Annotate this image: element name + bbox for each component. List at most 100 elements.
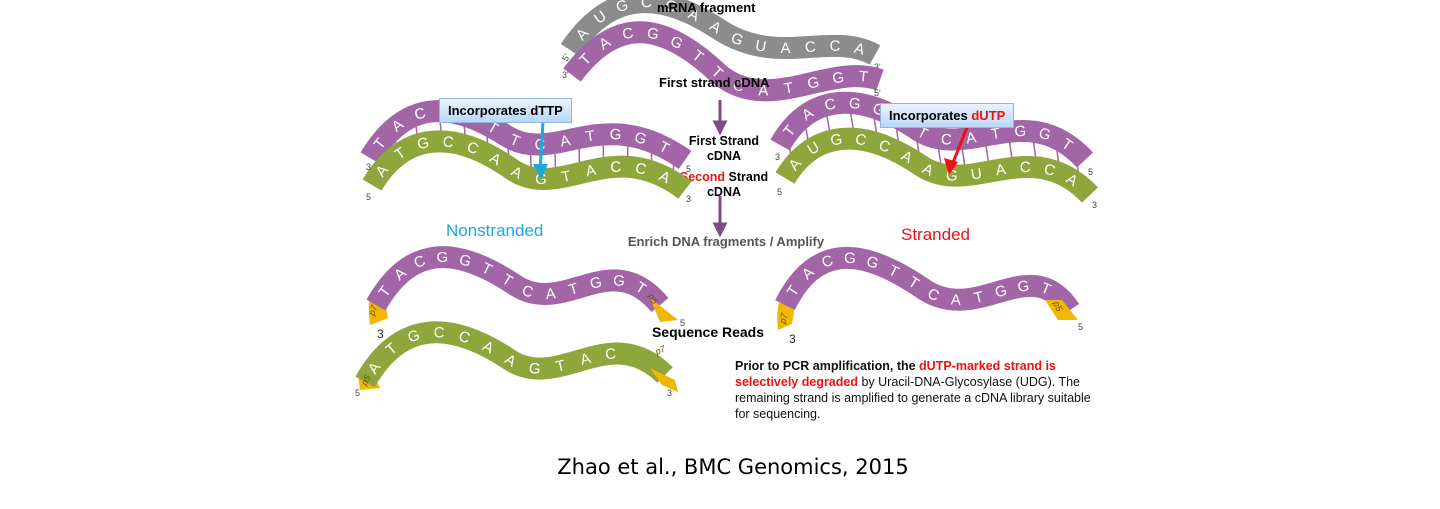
enrich-label: Enrich DNA fragments / Amplify <box>628 234 825 249</box>
callout-dttp: Incorporates dTTP <box>439 98 572 123</box>
base-letter: A <box>758 82 768 99</box>
base-letter: A <box>578 350 592 369</box>
base-letter: C <box>804 39 816 57</box>
base-letter: T <box>560 167 573 186</box>
step2-rest: Strand <box>725 170 768 184</box>
nonstranded-read2-strand <box>355 321 673 388</box>
base-letter: A <box>545 285 557 303</box>
stranded-top-strand <box>770 91 1094 168</box>
step2-line1: Second Strand <box>680 170 768 184</box>
ns-read1-3-end: 3 <box>377 327 384 341</box>
base-letter: C <box>1042 161 1057 180</box>
base-letter: C <box>1020 159 1031 176</box>
base-letter: G <box>806 74 821 93</box>
base-letter: G <box>614 0 630 16</box>
base-letter: C <box>442 133 455 151</box>
base-letter: A <box>994 161 1007 179</box>
first-strand-cdna <box>563 21 884 102</box>
note-part3: by Uracil-DNA-Glycosylase (UDG). The rem… <box>735 375 1091 421</box>
ns-read1-p5-adapter <box>650 298 678 322</box>
base-letter: G <box>848 95 862 113</box>
stranded-read-strand <box>775 247 1080 317</box>
s-top-5-end: 5 <box>1088 167 1093 177</box>
s-top-3-end: 3 <box>775 152 780 162</box>
s-read-p7: p7 <box>777 311 790 325</box>
base-letter: T <box>990 125 1002 143</box>
ns-read1-5-end: 5 <box>680 318 685 328</box>
base-letter: G <box>831 69 845 88</box>
base-letter: G <box>993 282 1009 302</box>
base-letter: T <box>567 280 581 299</box>
base-letter: G <box>645 25 660 44</box>
red-arrow <box>950 124 970 166</box>
red-arrow-head <box>944 158 958 175</box>
first-strand-5-end: 5' <box>874 88 881 98</box>
base-letter: T <box>858 68 869 86</box>
base-letter: G <box>864 253 880 273</box>
ns-read2-5-end: 5 <box>355 388 360 398</box>
s-read-p5-adapter <box>1045 300 1078 320</box>
step1-line2: cDNA <box>707 149 741 163</box>
base-letter: U <box>970 165 983 183</box>
base-letter: C <box>940 131 952 149</box>
base-letter: U <box>754 37 768 56</box>
base-letter: G <box>612 272 625 290</box>
base-letter: A <box>951 292 962 309</box>
first-strand-title: First strand cDNA <box>659 75 770 90</box>
base-letter: C <box>610 159 622 177</box>
base-letter: G <box>528 360 541 378</box>
base-letter: G <box>457 251 473 271</box>
base-letter: G <box>844 250 857 268</box>
s-read-5-end: 5 <box>1078 322 1083 332</box>
base-letter: G <box>1017 278 1030 296</box>
udg-note: Prior to PCR amplification, the dUTP-mar… <box>735 358 1095 422</box>
base-letter: A <box>584 162 597 181</box>
blue-arrow-head <box>533 164 548 180</box>
base-letter: G <box>1037 125 1053 145</box>
base-letter: C <box>534 136 546 153</box>
base-letter: C <box>634 160 648 179</box>
base-letter: A <box>965 129 977 147</box>
base-letter: C <box>413 105 428 124</box>
nonstranded-label: Nonstranded <box>446 221 544 240</box>
nonstranded-top-strand <box>360 100 692 170</box>
citation: Zhao et al., BMC Genomics, 2015 <box>557 455 909 479</box>
s-read-p5: p5 <box>1051 299 1065 314</box>
base-letter: G <box>829 131 843 150</box>
ns-top-5-end: 5 <box>686 164 691 174</box>
nonstranded-read1-strand <box>366 246 669 313</box>
base-letter: G <box>1014 123 1026 140</box>
step2-line2: cDNA <box>707 185 741 199</box>
sequence-reads-label: Sequence Reads <box>652 324 764 340</box>
s-read-3-end: 3 <box>789 332 796 346</box>
base-letter: G <box>416 134 431 153</box>
s-bot-5-end: 5 <box>777 187 782 197</box>
base-letter: C <box>830 38 841 55</box>
ns-read2-p7: p7 <box>653 343 668 357</box>
ns-bot-5-end: 5 <box>366 192 371 202</box>
callout-dutp-red: dUTP <box>971 108 1006 123</box>
ns-bot-3-end: 3 <box>686 194 691 204</box>
base-letter: C <box>621 25 635 44</box>
base-letter: C <box>433 324 445 341</box>
base-letter: C <box>823 95 837 114</box>
mrna-5-end: 5' <box>560 52 572 63</box>
base-letter: C <box>663 0 678 16</box>
ns-read1-p7: p7 <box>366 303 380 318</box>
step1-line1: First Strand <box>689 134 759 148</box>
base-letter: C <box>520 282 536 302</box>
blue-arrow <box>538 121 545 173</box>
ns-read2-3-end: 3 <box>667 388 672 398</box>
base-letter: G <box>609 126 621 143</box>
base-letter: G <box>588 274 603 293</box>
note-part1: Prior to PCR amplification, the <box>735 359 920 373</box>
base-letter: G <box>436 249 448 266</box>
mrna-strand <box>560 0 881 65</box>
